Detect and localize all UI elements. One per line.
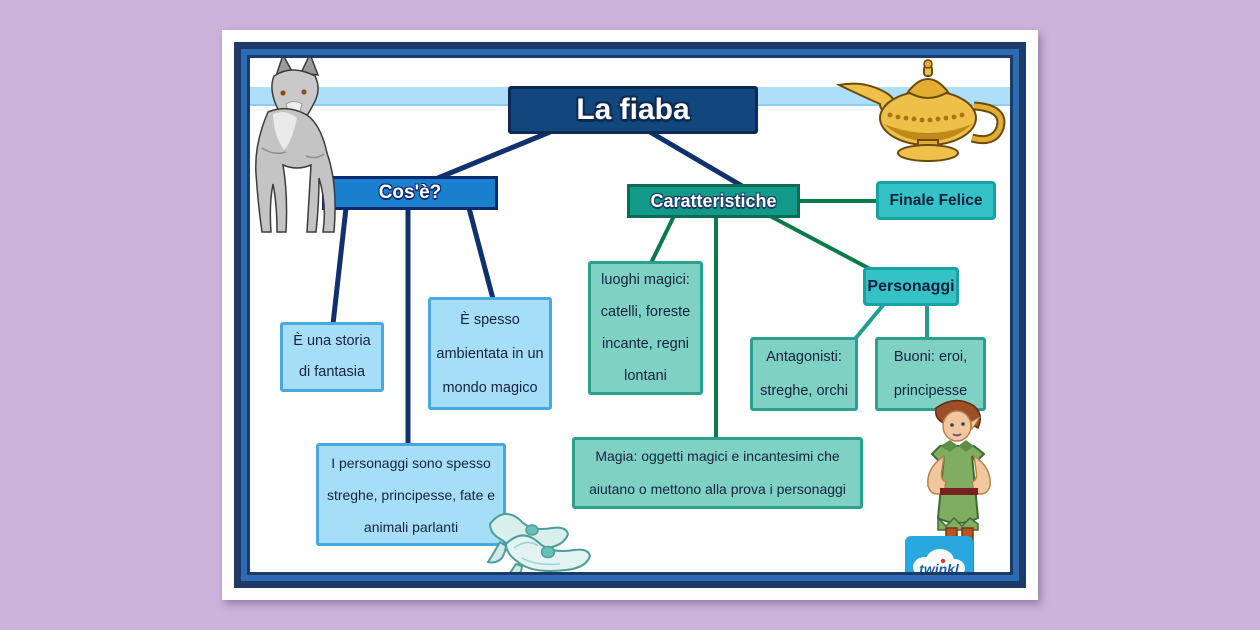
map-title: La fiaba <box>508 86 758 134</box>
node-mondo-magico: È spesso ambientata in un mondo magico <box>428 297 552 410</box>
connector-caratteristiche-personaggi <box>768 214 874 272</box>
poster-mid-frame: La fiaba Cos'è? Caratteristiche Finale F… <box>241 49 1019 581</box>
connector-cose-storia <box>330 205 349 327</box>
connector-lines <box>330 129 929 448</box>
connector-title-caratteristiche <box>647 129 745 189</box>
node-antagonisti: Antagonisti: streghe, orchi <box>750 337 858 411</box>
glass-slippers-icon <box>486 513 592 572</box>
node-storia-di-fantasia: È una storia di fantasia <box>280 322 384 392</box>
node-magia: Magia: oggetti magici e incantesimi che … <box>572 437 863 509</box>
connector-cose-spesso <box>466 205 496 302</box>
node-personaggi-fiaba: I personaggi sono spesso streghe, princi… <box>316 443 506 546</box>
poster-sheet: La fiaba Cos'è? Caratteristiche Finale F… <box>222 30 1038 600</box>
wolf-icon <box>255 58 336 233</box>
node-caratteristiche: Caratteristiche <box>627 184 800 218</box>
twinkl-logo-text: twinkl <box>919 561 960 575</box>
twinkl-logo: twinkl <box>905 536 973 575</box>
node-finale-felice: Finale Felice <box>876 181 996 220</box>
connector-title-cose <box>435 129 553 181</box>
genie-lamp-icon <box>836 59 1006 162</box>
node-personaggi: Personaggi <box>863 267 959 306</box>
connector-caratteristiche-luoghi <box>649 214 676 265</box>
node-cose: Cos'è? <box>322 176 498 210</box>
poster-content: La fiaba Cos'è? Caratteristiche Finale F… <box>247 55 1013 575</box>
node-buoni: Buoni: eroi, principesse <box>875 337 986 411</box>
connector-personaggi-antagonisti <box>853 302 886 341</box>
node-luoghi-magici: luoghi magici: catelli, foreste incante,… <box>588 261 703 395</box>
poster-outer-frame: La fiaba Cos'è? Caratteristiche Finale F… <box>234 42 1026 588</box>
